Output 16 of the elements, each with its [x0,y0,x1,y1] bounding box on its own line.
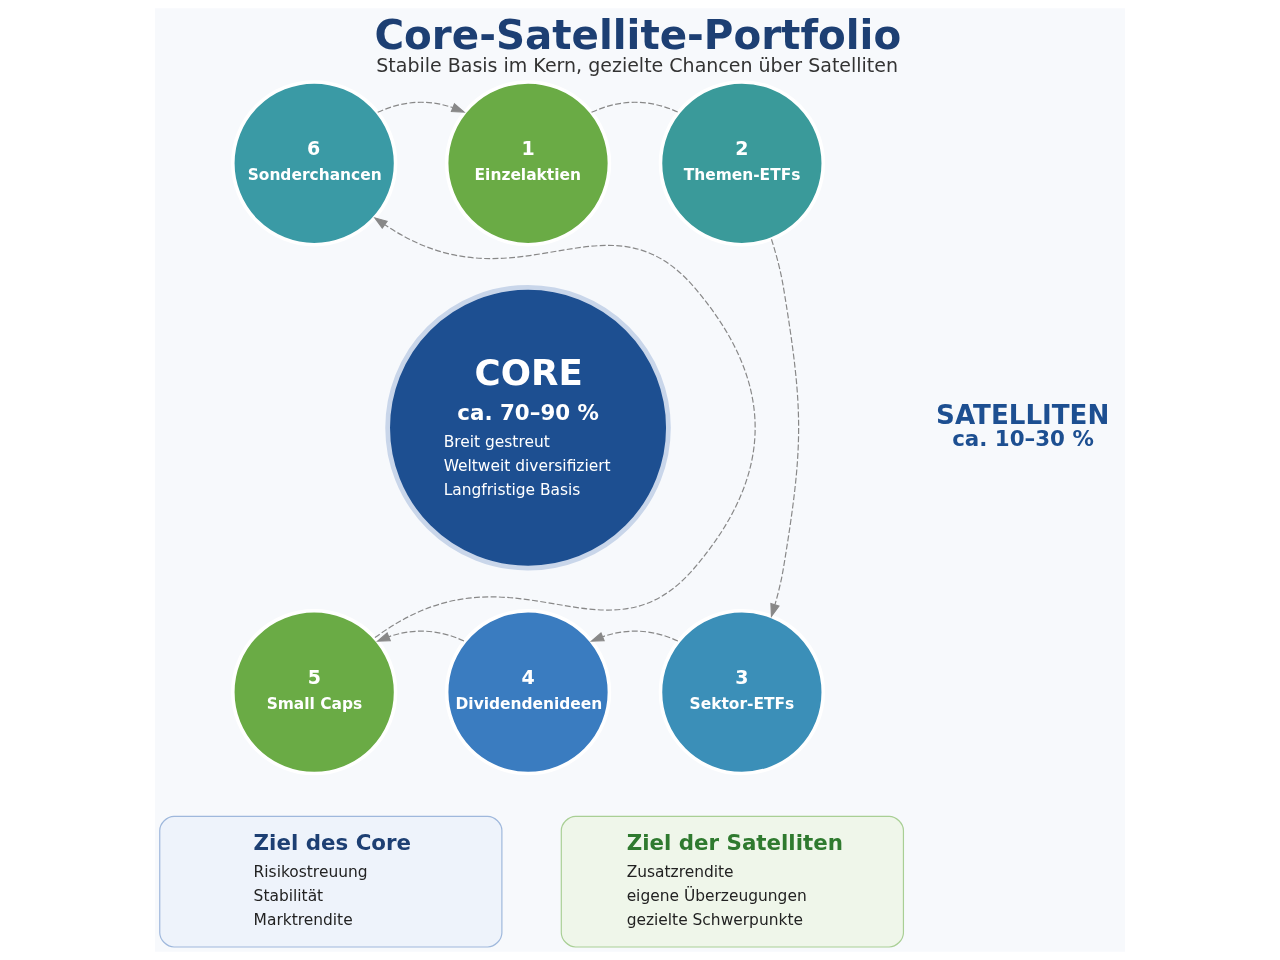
node-circle: 3 Sektor-ETFs [658,609,826,776]
arrow [376,630,465,642]
node-circle: 6 Sonderchancen [231,80,398,247]
node-box: Ziel der Satelliten Zusatzrendite eigene Überzeugungen gezielte Schwerpunkte [560,815,905,948]
arrow [589,630,679,642]
node-circle: 2 Themen-ETFs [658,80,826,247]
arrow [377,101,466,113]
node-circle: 1 Einzelaktien [444,80,612,247]
caption: Stabile Basis im Kern, gezielte Chancen über Satelliten [376,54,899,77]
node-circle: 5 Small Caps [231,609,398,776]
connector [590,101,679,113]
arrow [373,216,756,639]
node-circle: CORE ca. 70–90 % Breit gestreut Weltweit diversifiziert Langfristige Basis [385,284,671,571]
arrow [770,238,800,618]
node-circle: 4 Dividendenideen [444,609,612,776]
node-box: Ziel des Core Risikostreuung Stabilität Marktrendite [159,815,503,948]
